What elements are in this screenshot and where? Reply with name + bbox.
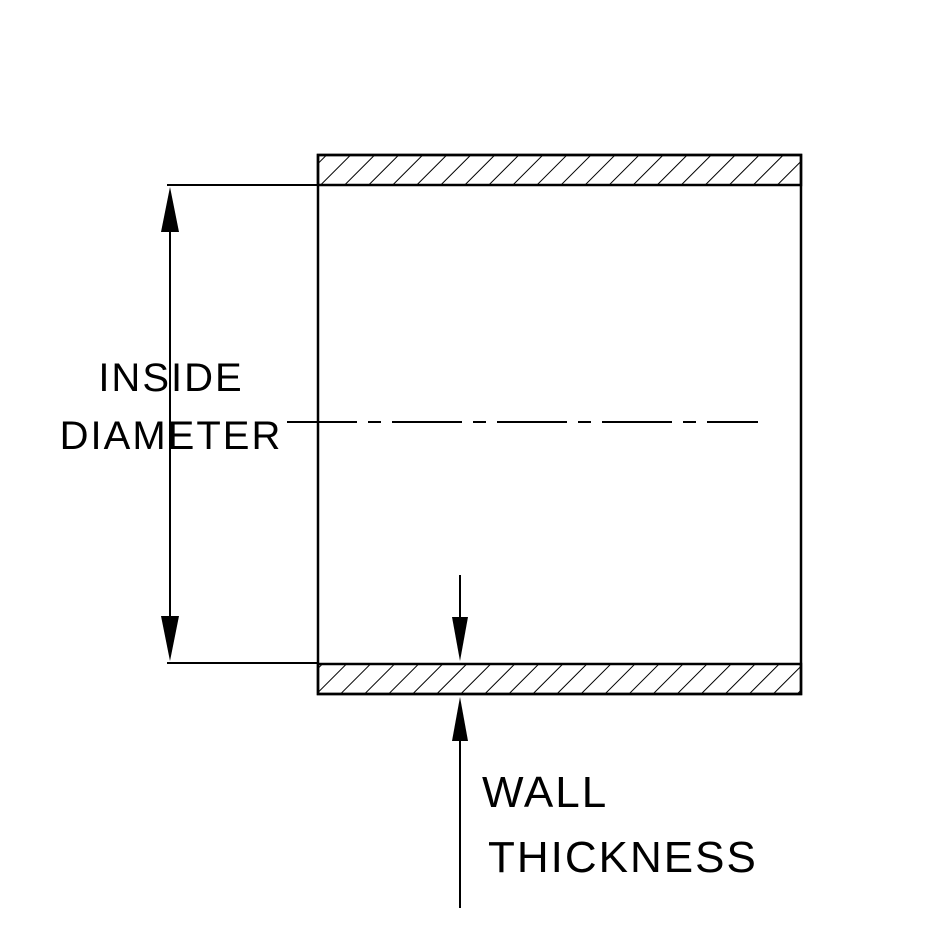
- inside-diameter-label-line1: INSIDE: [98, 356, 244, 400]
- top-wall-hatch: [316, 153, 803, 187]
- wall-thickness-arrow-up-icon: [452, 697, 468, 741]
- bottom-wall-hatch: [316, 662, 803, 696]
- dimension-arrow-up-icon: [161, 187, 179, 232]
- wall-thickness-label-line2: THICKNESS: [488, 833, 758, 882]
- wall-thickness-label-line1: WALL: [482, 768, 609, 817]
- tube-outline: [316, 153, 803, 696]
- wall-thickness-arrow-down-icon: [452, 617, 468, 661]
- dimension-arrow-down-icon: [161, 616, 179, 661]
- inside-diameter-label-line2: DIAMETER: [59, 414, 283, 458]
